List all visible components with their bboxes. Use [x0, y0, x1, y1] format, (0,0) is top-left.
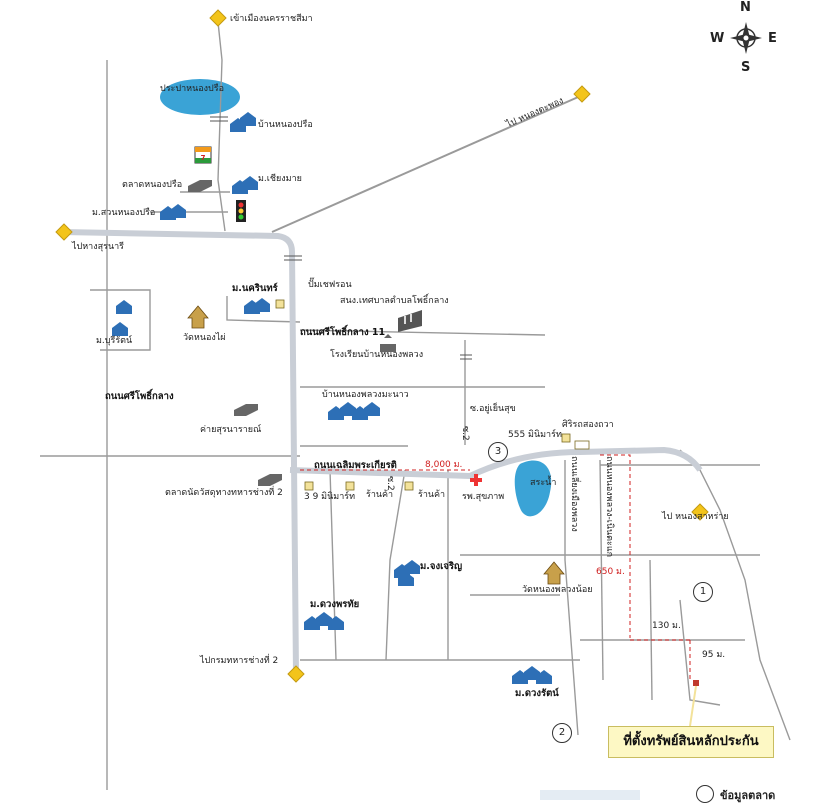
label-admin-office: สนง.เทศบาลตำบลโพธิ์กลาง — [340, 296, 449, 306]
label-wat-nongpai: วัดหนองไผ่ — [183, 333, 226, 343]
label-to-south-left: ไปหางสุรนารี — [72, 242, 124, 252]
label-moo-daoyuang: ม.ดวงพรทัย — [310, 599, 360, 610]
label-to-nongsathai: ไป หนองสาหร่าย — [662, 512, 729, 522]
label-soi-2-right: ซ.2 — [385, 476, 395, 491]
label-market-army: ตลาดนัดวัสดุทางทหารช่างที่ 2 — [165, 488, 283, 498]
footer-label: ข้อมูลตลาด — [720, 789, 776, 802]
marker-2: 2 — [552, 723, 572, 743]
compass-east: E — [768, 31, 777, 46]
label-village-nongplong: บ้านหนองพลวงมะนาว — [322, 390, 409, 400]
label-village-nongpru: บ้านหนองปรือ — [258, 120, 313, 130]
label-dist-130: 130 ม. — [652, 621, 681, 631]
market-icon — [188, 180, 282, 486]
label-minimart-555: 555 มินิมาร์ท — [508, 430, 562, 440]
hospital-cross-icon — [470, 474, 482, 486]
minor-roads — [40, 21, 791, 790]
label-dist-8000: 8,000 ม. — [425, 460, 463, 470]
label-road-chalermprakiat: ถนนเฉลิมพระเกียรติ — [314, 460, 397, 471]
label-moo-suan-nongpru: ม.สวนหนองปรือ — [92, 208, 156, 218]
school-icon — [380, 334, 396, 352]
pond-water — [514, 460, 552, 517]
label-road-sriphoklang: ถนนศรีโพธิ์กลาง — [105, 391, 174, 402]
label-health-center: รพ.สุขภาพ — [462, 492, 505, 502]
crossing-marks — [210, 116, 472, 360]
label-pump-station: ปั๊มเชฟรอน — [308, 280, 352, 290]
label-moo-chiangmai: ม.เชียงมาย — [258, 174, 302, 184]
label-road-v2: ถนนหนองพลวง-เนินตะแก — [604, 456, 614, 558]
traffic-light-icon — [236, 200, 246, 222]
label-to-korat: เข้าเมืองนครราชสีมา — [230, 14, 313, 24]
diagonal-road — [271, 93, 586, 233]
marker-3: 3 — [488, 442, 508, 462]
property-callout: ที่ตั้งทรัพย์สินหลักประกัน — [608, 726, 774, 758]
shop-icon — [275, 299, 590, 491]
footer-smudge — [540, 790, 640, 800]
label-soi-2-left: ซ.2 — [460, 426, 470, 441]
label-wat-nongplong-noi: วัดหนองพลวงน้อย — [522, 585, 593, 595]
footer-radio-icon — [696, 785, 714, 803]
label-reservoir: ประปาหนองปรือ — [160, 84, 224, 94]
label-soi-yusuksawat: ซ.อยู่เย็นสุข — [470, 404, 516, 414]
distance-lines — [300, 454, 691, 680]
label-to-army: ไปกรมทหารช่างที่ 2 — [200, 656, 279, 666]
label-shop-1: ร้านค้า — [366, 490, 394, 500]
marker-1: 1 — [693, 582, 713, 602]
label-sirisonggatha: ศิริรถสองถวา — [562, 420, 614, 430]
label-school: โรงเรียนบ้านหนองพลวง — [330, 350, 424, 360]
label-shop-2: ร้านค้า — [418, 490, 446, 500]
compass-west: W — [710, 31, 725, 46]
label-dist-650: 650 ม. — [596, 567, 625, 577]
label-pond: สระน้ำ — [530, 478, 557, 488]
temple-icon — [187, 305, 565, 585]
label-road-phokklang11: ถนนศรีโพธิ์กลาง 11 — [300, 327, 386, 338]
label-moo-nakarin: ม.นครินทร์ — [232, 283, 278, 294]
building-icon — [398, 310, 422, 332]
label-market-nongpru: ตลาดหนองปรือ — [122, 180, 183, 190]
compass-rose-icon — [730, 22, 762, 54]
label-moo-buricha: ม.บุรีรัตน์ — [96, 336, 133, 346]
main-roads — [61, 229, 703, 675]
label-moo-daorat: ม.ดวงรัตน์ — [515, 688, 559, 699]
seven-eleven-icon: 7 — [194, 146, 212, 164]
direction-arrows — [55, 9, 709, 683]
compass-south: S — [741, 60, 751, 75]
label-camp-suranaree: ค่ายสุรนารายณ์ — [200, 425, 262, 435]
house-cluster-icon — [112, 112, 552, 684]
svg-text:7: 7 — [201, 154, 206, 162]
label-dist-95: 95 ม. — [702, 650, 726, 660]
compass-north: N — [740, 0, 751, 15]
label-road-v1: ถนนเลี่ยงเมืองพลวง — [569, 456, 579, 532]
label-moo-jongcharoen: ม.จงเจริญ — [420, 561, 463, 572]
label-minimart-39: 3 9 มินิมาร์ท — [304, 492, 356, 502]
property-marker — [689, 680, 699, 727]
